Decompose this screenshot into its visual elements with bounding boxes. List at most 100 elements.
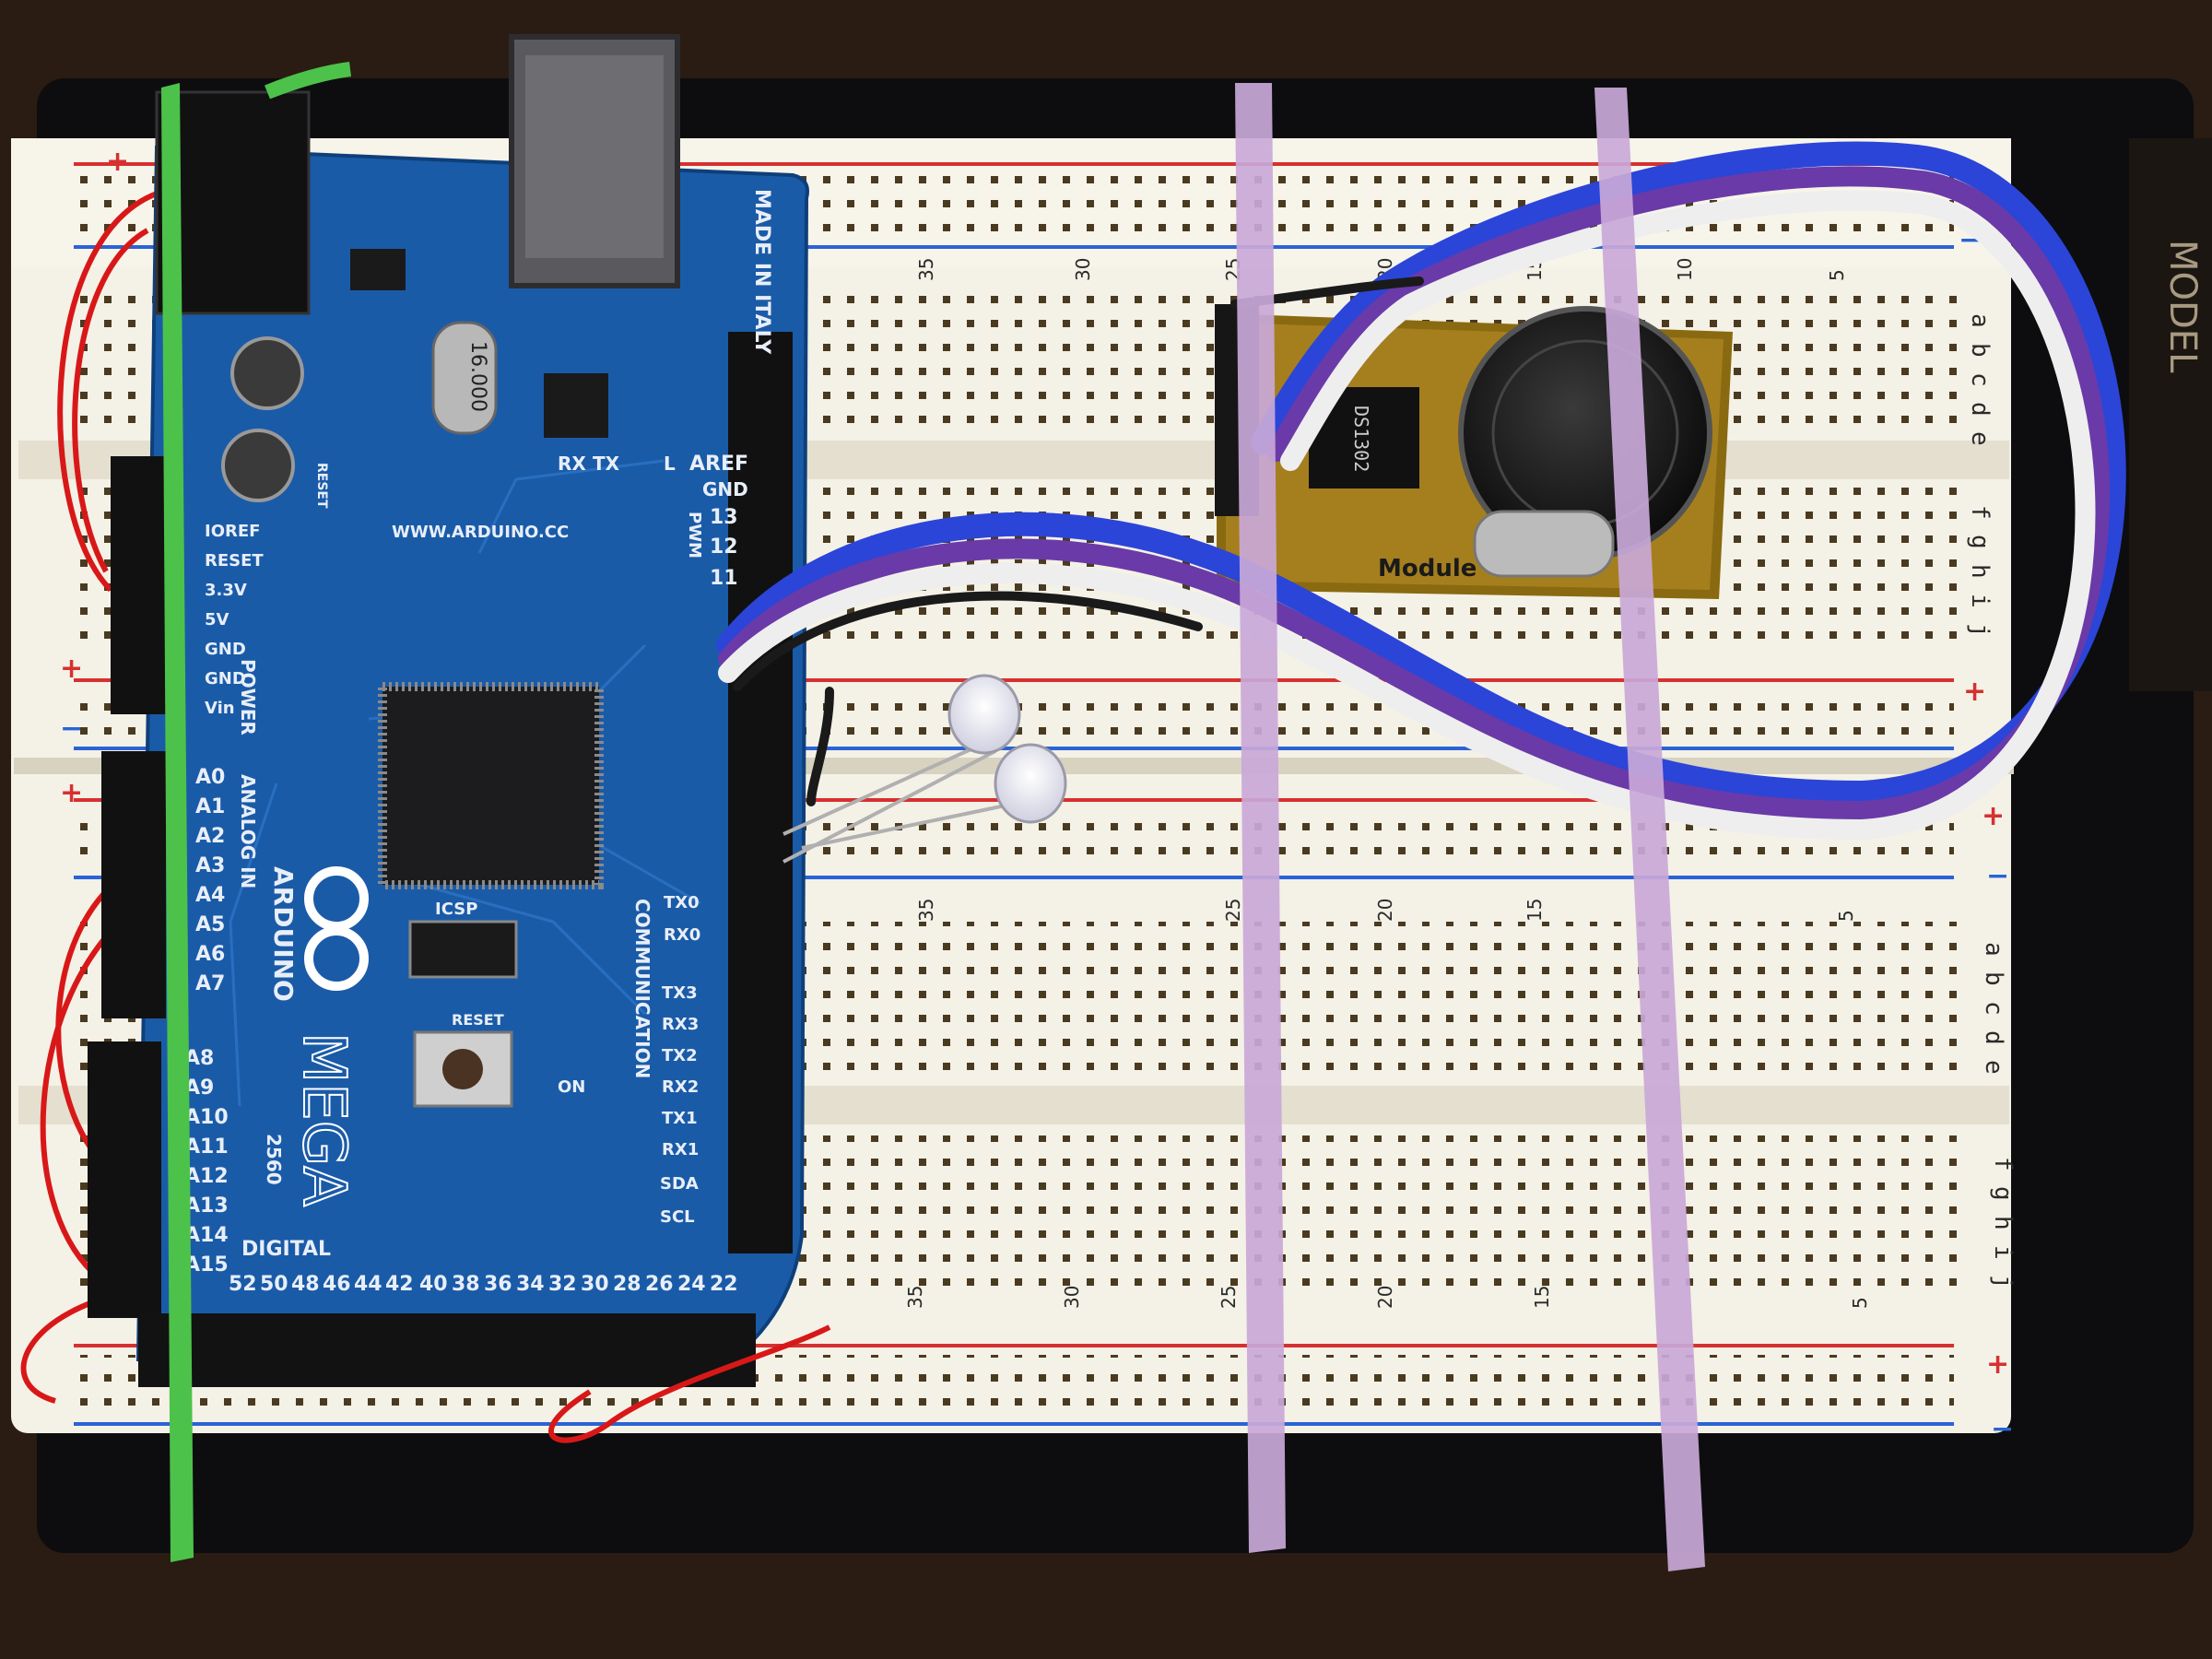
pwm-label: PWM — [685, 512, 704, 559]
pin-label: TX0 — [664, 893, 700, 912]
communication-section-label: COMMUNICATION — [631, 899, 653, 1078]
pin-label: RX2 — [662, 1077, 699, 1097]
capacitor — [221, 429, 295, 502]
row-letter: f — [1989, 1157, 2017, 1171]
analog-pin-labels: A0 A1 A2 A3 A4 A5 A6 A7 A8 A9 A10 A11 A1… — [184, 766, 229, 1277]
rx-label: RX — [558, 453, 586, 475]
pin-label: 26 — [645, 1273, 674, 1296]
row-letter: b — [1966, 343, 1994, 358]
row-letter: e — [1966, 431, 1994, 446]
digital-section-label: DIGITAL — [241, 1238, 331, 1261]
pin-label: 44 — [354, 1273, 382, 1296]
row-letter: h — [1989, 1216, 2017, 1230]
rail-plus-sign: + — [106, 146, 129, 178]
pin-label: A1 — [195, 795, 225, 818]
column-number: 20 — [1374, 1286, 1396, 1309]
pin-label: RX1 — [662, 1140, 699, 1159]
row-letter: a — [1966, 313, 1994, 328]
pin-label: A5 — [195, 913, 225, 936]
model-label: MEGA — [289, 1032, 358, 1206]
column-number: 5 — [1826, 269, 1848, 281]
battery-clip — [1473, 510, 1615, 578]
pin-label: 22 — [710, 1273, 738, 1296]
pin-label: 32 — [548, 1273, 577, 1296]
column-number: 25 — [1218, 1286, 1240, 1309]
column-number: 20 — [1374, 899, 1396, 922]
icsp-header — [408, 920, 518, 979]
pin-label: 52 — [229, 1273, 257, 1296]
row-letter: j — [1989, 1275, 2017, 1289]
red-wire-bottom — [548, 1324, 831, 1443]
capacitor — [230, 336, 304, 410]
pin-label: SCL — [660, 1207, 695, 1227]
pin-label: 34 — [516, 1273, 545, 1296]
rail-minus-sign: − — [1991, 1413, 2014, 1445]
pin-label: A7 — [195, 972, 225, 995]
side-label: MODEL — [2161, 240, 2204, 373]
row-letter: c — [1966, 372, 1994, 387]
website-label: WWW.ARDUINO.CC — [392, 523, 569, 542]
column-number: 5 — [1835, 910, 1857, 922]
pin-label: 48 — [291, 1273, 320, 1296]
double-row-header — [138, 1313, 756, 1387]
rail-plus-sign: + — [60, 777, 83, 809]
gnd-label: GND — [702, 478, 748, 500]
digital-header-right — [728, 332, 793, 1253]
row-letter: e — [1980, 1060, 2007, 1075]
power-section-label: POWER — [237, 659, 259, 735]
analog-header-2 — [88, 1041, 161, 1318]
rail-minus-sign: − — [60, 712, 83, 745]
pin-label: A4 — [195, 884, 225, 907]
column-number: 35 — [915, 258, 937, 281]
icsp-label: ICSP — [435, 900, 477, 919]
column-number: 30 — [1061, 1286, 1083, 1309]
rubber-band — [1235, 83, 1286, 1553]
led — [947, 674, 1021, 755]
rubber-band — [1594, 88, 1705, 1571]
rail-plus-sign: + — [1963, 676, 1986, 708]
pin-label: 28 — [613, 1273, 641, 1296]
column-number: 35 — [915, 899, 937, 922]
arduino-infinity-logo — [304, 866, 369, 991]
digital-pin-labels: 52 50 48 46 44 42 40 38 36 34 32 30 28 2… — [229, 1273, 738, 1296]
rail-polarity-signs: + + + + + + − − − − — [60, 146, 2014, 1445]
row-letter: h — [1966, 564, 1994, 579]
column-number: 15 — [1524, 899, 1546, 922]
regulator-chip — [350, 249, 406, 290]
pin-label: A13 — [184, 1194, 229, 1218]
analog-section-label: ANALOG IN — [237, 774, 259, 888]
reset-label-bottom: RESET — [452, 1011, 504, 1029]
pin-label: RESET — [205, 551, 264, 571]
model-number-label: 2560 — [263, 1134, 285, 1185]
usb-chip — [544, 373, 608, 438]
pin-label: A14 — [184, 1224, 229, 1247]
pin-label: A10 — [184, 1106, 229, 1129]
led — [994, 743, 1067, 824]
l-label: L — [664, 453, 676, 475]
pin-label: TX1 — [662, 1109, 698, 1128]
pin-label: IOREF — [205, 522, 260, 541]
pin-label: A2 — [195, 825, 225, 848]
row-letter: g — [1989, 1186, 2017, 1201]
pin-label: SDA — [660, 1174, 699, 1194]
pin-label: A6 — [195, 943, 225, 966]
row-letter: g — [1966, 535, 1994, 549]
pin-label: A8 — [184, 1047, 214, 1070]
row-letter: d — [1966, 402, 1994, 417]
green-tape-top — [265, 62, 352, 100]
power-pin-labels: IOREF RESET 3.3V 5V GND GND Vin — [205, 522, 264, 718]
row-letter: i — [1966, 594, 1994, 608]
rtc-module: DS1302 Module — [1215, 304, 1733, 599]
rtc-chip-label: DS1302 — [1350, 406, 1372, 472]
pin-label: TX3 — [662, 983, 698, 1003]
made-in-label: MADE IN ITALY — [750, 189, 773, 355]
pin-label: 30 — [581, 1273, 609, 1296]
column-number: 10 — [1674, 258, 1696, 281]
row-letter: f — [1966, 505, 1994, 520]
row-letter: a — [1980, 942, 2007, 957]
rail-minus-sign: − — [1986, 860, 2009, 892]
crystal-oscillator — [431, 321, 498, 435]
pwm-pin-label: 12 — [710, 535, 738, 559]
rtc-module-label: Module — [1378, 555, 1477, 582]
